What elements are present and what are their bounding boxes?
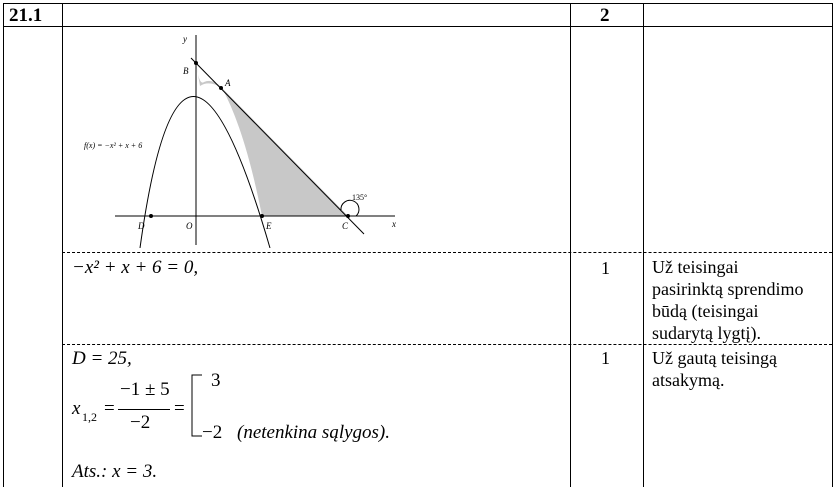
function-label: f(x) = −x² + x + 6 <box>84 141 142 150</box>
answer-value: x = 3. <box>112 461 158 482</box>
function-graph-figure: y x B A D O E C 135° f(x) = −x² + x + 6 <box>84 34 396 248</box>
table-border-left <box>3 3 4 487</box>
roots-subscript: 1,2 <box>82 410 97 424</box>
points-total: 2 <box>600 5 610 26</box>
table-divider-col3 <box>643 3 644 487</box>
point-d-dot <box>149 214 153 218</box>
fraction-denominator: −2 <box>130 412 151 433</box>
row2-criterion: Už gautą teisingą atsakymą. <box>652 347 777 391</box>
task-number: 21.1 <box>9 5 43 26</box>
root-two: −2 <box>202 422 223 443</box>
point-a-dot <box>219 86 223 90</box>
point-c-dot <box>346 214 350 218</box>
row-divider-2 <box>62 344 832 345</box>
root-two-note: (netenkina sąlygos). <box>237 422 391 443</box>
y-axis-label: y <box>182 34 187 44</box>
point-e-dot <box>260 214 264 218</box>
row1-criterion-line: pasirinktą sprendimo <box>652 279 804 299</box>
fraction-bar <box>118 409 170 410</box>
parabola-curve <box>139 96 271 248</box>
point-a-label: A <box>224 78 231 88</box>
bracket <box>191 374 202 437</box>
discriminant: D = 25, <box>72 348 132 369</box>
roots-formula: x 1,2 = −1 ± 5 −2 = 3 −2 (netenkina sąly… <box>72 370 412 443</box>
row-divider-1 <box>62 252 832 253</box>
table-border-top <box>3 3 833 4</box>
row1-criterion: Už teisingai pasirinktą sprendimo būdą (… <box>652 256 803 344</box>
point-b-label: B <box>183 66 189 76</box>
table-border-right <box>832 3 833 487</box>
answer-label: Ats.: <box>72 461 108 482</box>
point-b-dot <box>194 61 198 65</box>
point-e-label: E <box>265 221 272 231</box>
roots-variable: x <box>72 398 81 419</box>
root-one: 3 <box>211 370 221 391</box>
row2-points: 1 <box>601 348 610 368</box>
x-axis-label: x <box>391 219 396 229</box>
answer-line: Ats.: x = 3. <box>72 461 157 483</box>
equals-sign-1: = <box>104 398 115 419</box>
angle-label: 135° <box>352 193 367 202</box>
equals-sign-2: = <box>174 398 185 419</box>
row2-criterion-line: Už gautą teisingą <box>652 348 777 368</box>
row2-criterion-line: atsakymą. <box>652 370 725 390</box>
equation-step: −x² + x + 6 = 0, <box>72 257 199 278</box>
row1-points: 1 <box>601 258 610 278</box>
row1-criterion-line: Už teisingai <box>652 257 739 277</box>
table-header-divider <box>3 26 833 27</box>
row1-criterion-line: būdą (teisingai <box>652 301 759 321</box>
point-o-label: O <box>186 221 193 231</box>
row1-criterion-line: sudarytą lygtį). <box>652 323 761 343</box>
table-divider-col2 <box>570 3 571 487</box>
fraction-numerator: −1 ± 5 <box>120 379 170 400</box>
point-c-label: C <box>342 221 349 231</box>
angle-arc <box>340 199 360 217</box>
table-divider-col1 <box>62 3 63 487</box>
point-d-label: D <box>137 221 145 231</box>
